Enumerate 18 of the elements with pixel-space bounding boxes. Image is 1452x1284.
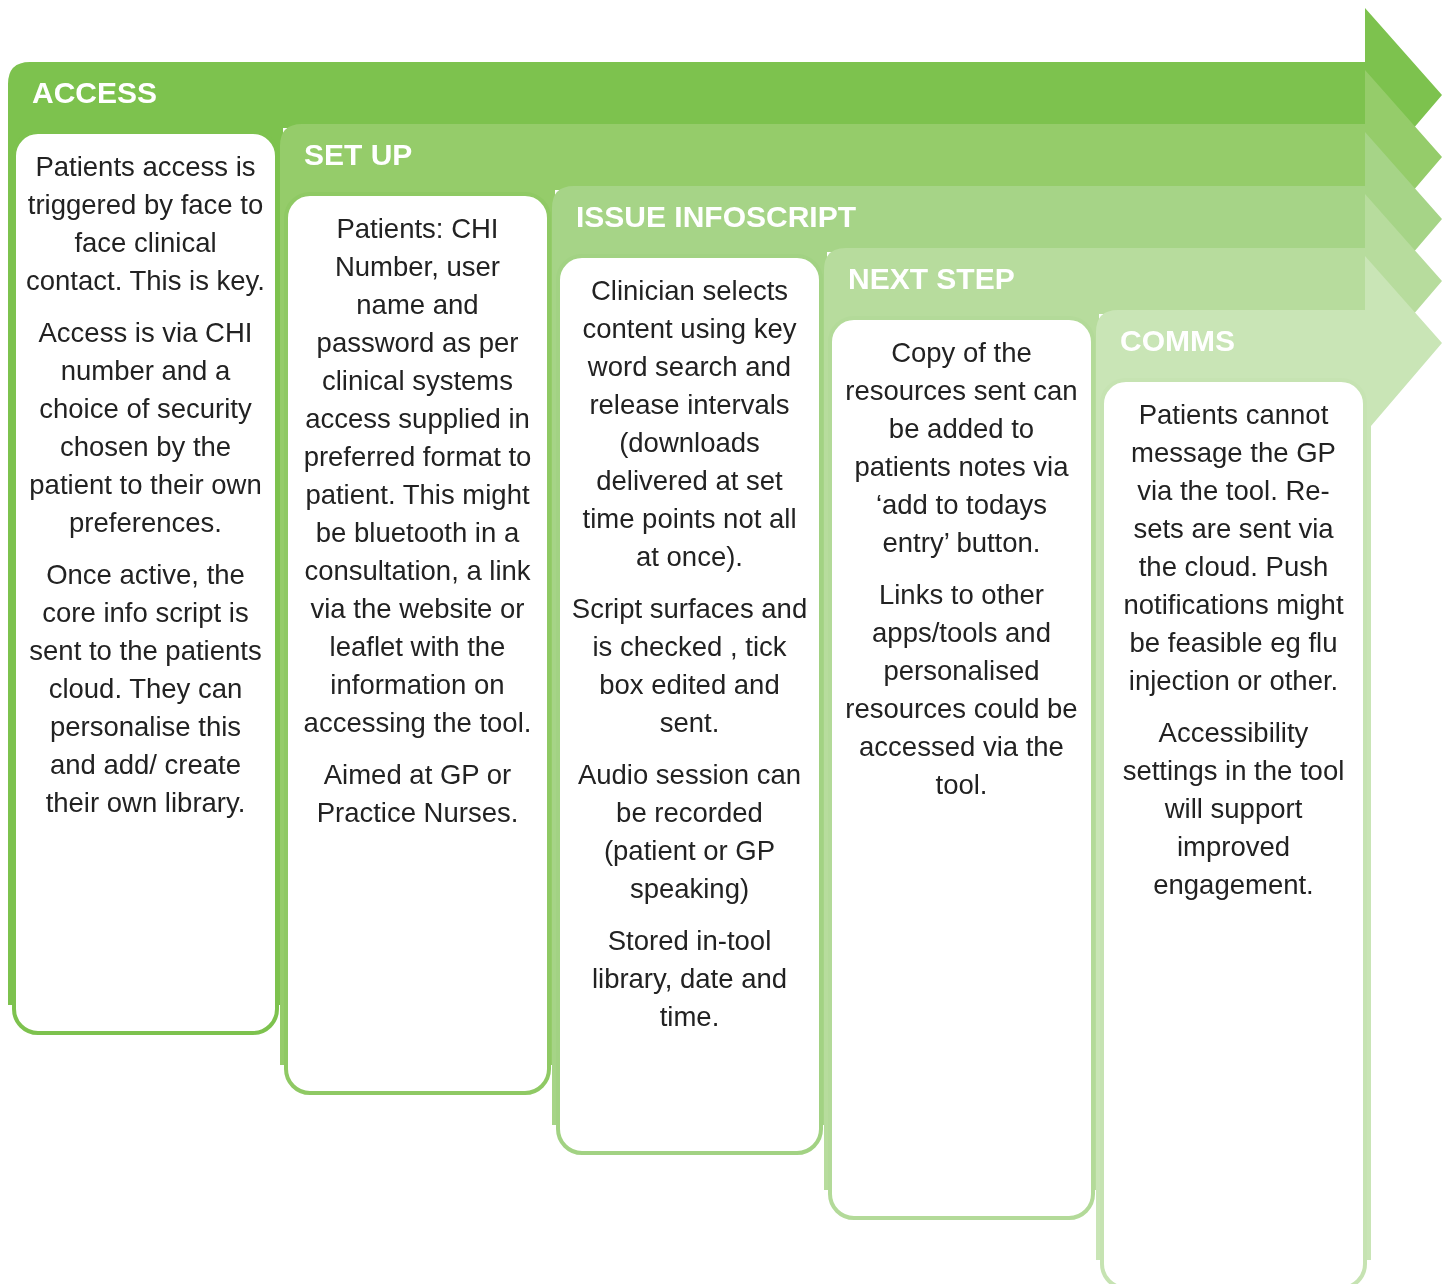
stage-heading: COMMS: [1120, 324, 1235, 358]
description-text: Patients cannot message the GP via the tool. Re-sets are sent via the cloud. Push notifications might be feasible eg flu injection or other.: [1122, 398, 1345, 698]
description-text: Script surfaces and is checked , tick box edited and sent.: [570, 592, 809, 740]
description-text: Copy of the resources sent can be added to patients notes via ‘add to todays entry’ button.: [844, 336, 1079, 560]
description-text: Stored in-tool library, date and time.: [590, 924, 789, 1034]
description-text: Once active, the core info script is sent to the patients cloud. They can personalise this and add/ create their own library.: [28, 558, 263, 820]
description-text: Access is via CHI number and a choice of security chosen by the patient to their own preferences.: [28, 316, 263, 540]
stage-heading: ISSUE INFOSCRIPT: [576, 200, 857, 234]
description-text: Patients access is triggered by face to face clinical contact. This is key.: [26, 150, 265, 298]
stage-heading: SET UP: [304, 138, 413, 172]
description-text: Patients: CHI Number, user name and password as per clinical systems access supplied in preferred format to patient. This might be bluetooth in a consultation, a link via the website or leaflet with the information on accessing the tool.: [302, 212, 533, 740]
description-text: Audio session can be recorded (patient or GP speaking): [576, 758, 803, 906]
stage-heading: ACCESS: [32, 76, 158, 110]
description-text: Links to other apps/tools and personalised resources could be accessed via the tool.: [844, 578, 1079, 802]
description-text: Accessibility settings in the tool will support improved engagement.: [1121, 716, 1346, 902]
stage-heading: NEXT STEP: [848, 262, 1015, 296]
description-text: Clinician selects content using key word search and release intervals (downloads delivered at set time points not all at once).: [581, 274, 798, 574]
description-text: Aimed at GP or Practice Nurses.: [315, 758, 520, 830]
